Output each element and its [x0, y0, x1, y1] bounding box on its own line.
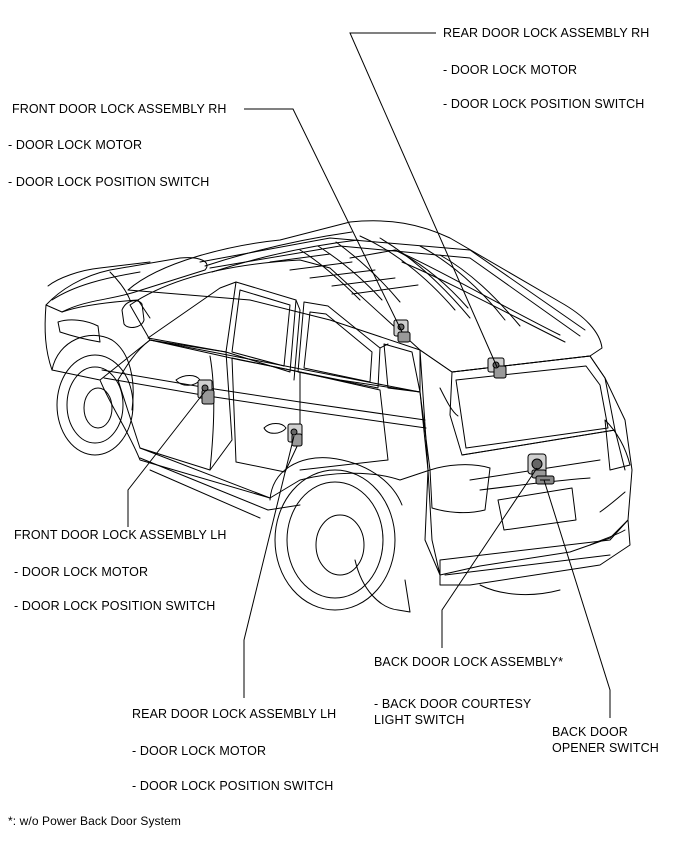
rear-rh-title: REAR DOOR LOCK ASSEMBLY RH [443, 26, 650, 40]
front-door [118, 340, 232, 470]
front-lh-item-motor: - DOOR LOCK MOTOR [14, 565, 149, 579]
rear-wheel [275, 470, 395, 610]
opener-line-1: BACK DOOR [552, 725, 628, 739]
rear-rh-item-motor: - DOOR LOCK MOTOR [443, 63, 578, 77]
door-lock-component-icon [488, 358, 506, 378]
door-lock-component-icon [528, 454, 546, 478]
front-lh-item-switch: - DOOR LOCK POSITION SWITCH [14, 599, 216, 613]
back-door-item-courtesy-cont: LIGHT SWITCH [374, 713, 465, 727]
roof-outline [128, 221, 602, 372]
switch-component-icon [536, 476, 554, 484]
back-door-item-courtesy: - BACK DOOR COURTESY [374, 697, 532, 711]
front-rh-item-switch: - DOOR LOCK POSITION SWITCH [8, 175, 210, 189]
door-lock-component-icon [288, 424, 302, 446]
body-side [100, 340, 430, 498]
rear-rh-item-switch: - DOOR LOCK POSITION SWITCH [443, 97, 645, 111]
leader-front-lh [128, 390, 206, 527]
rear-lh-item-switch: - DOOR LOCK POSITION SWITCH [132, 779, 334, 793]
front-rh-item-motor: - DOOR LOCK MOTOR [8, 138, 143, 152]
leader-front-rh [244, 109, 402, 332]
door-lock-component-icon [394, 320, 410, 342]
leader-opener [544, 480, 610, 718]
front-wheel [57, 355, 133, 455]
leader-back-door [442, 468, 537, 648]
front-rh-title: FRONT DOOR LOCK ASSEMBLY RH [12, 102, 227, 116]
opener-line-2: OPENER SWITCH [552, 741, 659, 755]
leader-rear-lh [244, 436, 294, 698]
side-mirror [122, 301, 144, 328]
rear-window [298, 302, 380, 388]
front-lh-title: FRONT DOOR LOCK ASSEMBLY LH [14, 528, 227, 542]
door-lock-component-icon [198, 380, 214, 404]
hood [46, 258, 207, 312]
footnote: *: w/o Power Back Door System [8, 814, 181, 828]
back-door-title: BACK DOOR LOCK ASSEMBLY* [374, 655, 564, 669]
rear-lh-title: REAR DOOR LOCK ASSEMBLY LH [132, 707, 337, 721]
rear-window-glass [450, 356, 615, 455]
rear-lh-item-motor: - DOOR LOCK MOTOR [132, 744, 267, 758]
rear-door [232, 358, 300, 472]
leader-rear-rh [350, 33, 497, 367]
